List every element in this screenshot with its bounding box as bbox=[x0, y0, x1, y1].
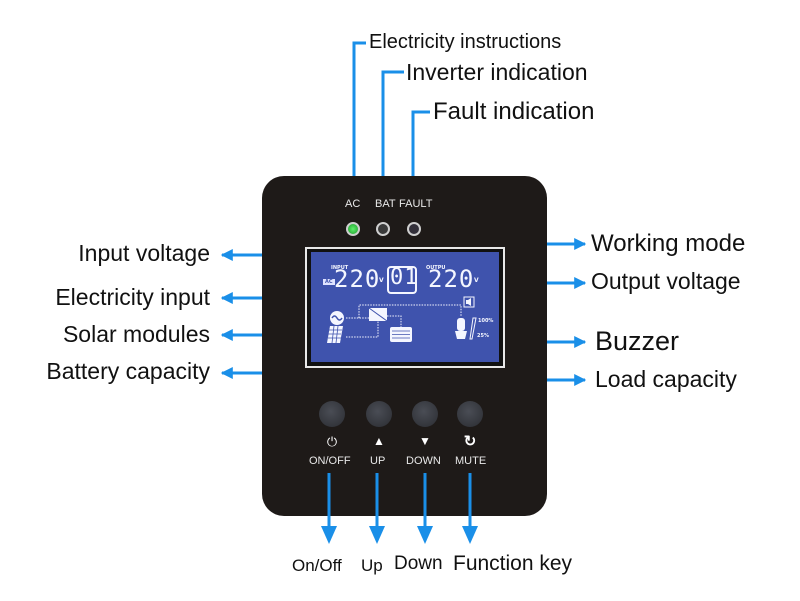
label-on-off: On/Off bbox=[292, 556, 342, 575]
lcd-input-label: INPUT bbox=[331, 265, 349, 271]
bulb-icon bbox=[455, 318, 467, 339]
label-solar-modules: Solar modules bbox=[62, 321, 210, 347]
lcd-output-label: OUTPU bbox=[426, 265, 446, 271]
line-inverter-indication bbox=[381, 70, 404, 200]
line-fault-indication bbox=[411, 110, 430, 200]
down-button[interactable] bbox=[412, 401, 438, 427]
line-electricity-instructions bbox=[352, 41, 366, 200]
load-bar-icon bbox=[469, 317, 477, 340]
arrow-up-icon bbox=[369, 526, 385, 544]
led-ac bbox=[346, 222, 360, 236]
battery-icon bbox=[390, 327, 412, 342]
mute-label: MUTE bbox=[455, 455, 487, 467]
solar-panel-icon bbox=[327, 325, 343, 344]
on-off-button[interactable] bbox=[319, 401, 345, 427]
label-working-mode: Working mode bbox=[591, 230, 746, 257]
lcd-output-unit: V bbox=[474, 277, 479, 284]
indicator-label-ac: AC bbox=[345, 198, 361, 210]
label-battery-capacity: Battery capacity bbox=[46, 358, 210, 384]
indicator-label-fault: FAULT bbox=[399, 198, 433, 210]
lcd-load-max: 100% bbox=[478, 318, 494, 324]
label-function-key: Function key bbox=[453, 552, 573, 575]
label-down: Down bbox=[394, 553, 443, 574]
label-input-voltage: Input voltage bbox=[78, 240, 210, 266]
label-electricity-instructions: Electricity instructions bbox=[369, 31, 562, 53]
label-up: Up bbox=[361, 556, 383, 575]
triangle-down-icon: ▼ bbox=[419, 434, 431, 448]
lcd-output-value: 220 bbox=[428, 265, 475, 293]
triangle-up-icon: ▲ bbox=[373, 434, 385, 448]
label-output-voltage: Output voltage bbox=[591, 268, 741, 294]
label-electricity-input: Electricity input bbox=[55, 284, 210, 310]
arrow-on-off-icon bbox=[321, 526, 337, 544]
up-label: UP bbox=[370, 455, 386, 467]
inverter-icon bbox=[368, 307, 388, 322]
refresh-icon: ↻ bbox=[463, 433, 477, 450]
lcd-mode-value: 01 bbox=[390, 265, 419, 290]
lcd-load-min: 25% bbox=[477, 333, 489, 339]
label-load-capacity: Load capacity bbox=[595, 366, 737, 392]
lcd-ac-tag: AC bbox=[323, 279, 335, 285]
arrow-function-icon bbox=[462, 526, 478, 544]
lcd-input-unit: V bbox=[379, 277, 384, 284]
mute-button[interactable] bbox=[457, 401, 483, 427]
speaker-muted-icon bbox=[463, 296, 475, 308]
led-fault bbox=[407, 222, 421, 236]
lcd-mode-box bbox=[387, 266, 417, 294]
ac-wave-icon bbox=[330, 311, 344, 325]
down-label: DOWN bbox=[406, 455, 441, 467]
up-button[interactable] bbox=[366, 401, 392, 427]
on-off-label: ON/OFF bbox=[309, 455, 351, 467]
lcd-flow-lines bbox=[346, 304, 462, 338]
lcd-input-value: 220 bbox=[334, 265, 381, 293]
label-buzzer: Buzzer bbox=[595, 326, 680, 356]
label-inverter-indication: Inverter indication bbox=[406, 59, 588, 85]
led-bat bbox=[376, 222, 390, 236]
label-fault-indication: Fault indication bbox=[433, 98, 595, 125]
arrow-down-icon bbox=[417, 526, 433, 544]
power-icon: ⏻ bbox=[326, 434, 338, 449]
indicator-label-bat: BAT bbox=[375, 198, 396, 210]
